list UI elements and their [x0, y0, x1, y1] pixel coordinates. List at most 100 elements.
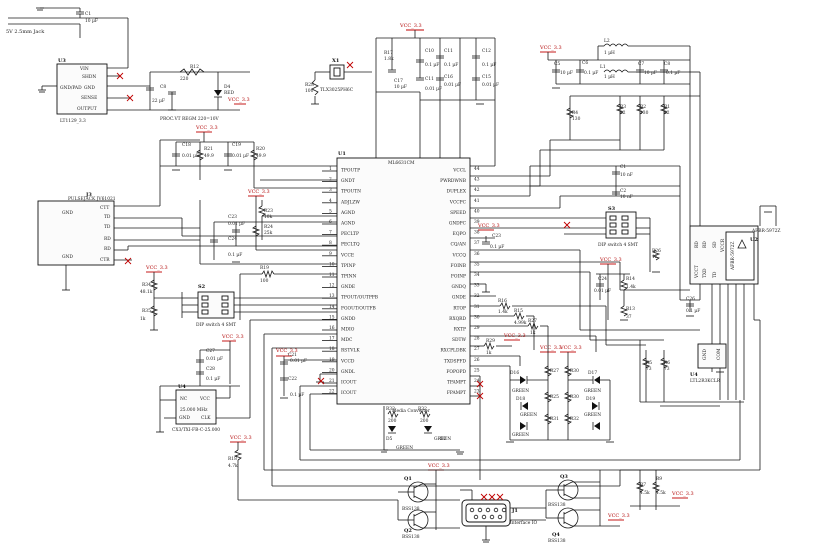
r7-r8-r9: R7 4.5k R9 4.5k VCC_3.3 [620, 469, 694, 510]
mcu-right-pin-number: 30 [474, 315, 480, 320]
mcu-left-pin-number: 4 [329, 199, 332, 204]
svg-text:COM: COM [717, 348, 722, 360]
mcu-left-pin-label: AGND [340, 222, 356, 227]
svg-text:BSS138: BSS138 [402, 507, 420, 512]
mcu-left-pin-label: RSTVLK [341, 349, 360, 354]
svg-text:0.01 µF: 0.01 µF [425, 87, 442, 92]
mcu-right-pin-label: GNDE [452, 296, 466, 301]
mcu-caption: Media Converter [392, 409, 431, 414]
svg-text:R35: R35 [142, 309, 151, 314]
ground-symbols [380, 371, 724, 455]
svg-text:S3: S3 [608, 206, 616, 212]
svg-text:VCC_3.3: VCC_3.3 [145, 265, 168, 271]
mcu-left-pin-number: 1 [329, 167, 332, 172]
svg-text:R32: R32 [418, 407, 427, 412]
svg-text:R3: R3 [620, 105, 626, 110]
svg-text:82: 82 [620, 111, 626, 116]
led-cluster: VCC_3.3 VCC_3.3 R27 R25 R31 R30 R30 R32 … [509, 345, 611, 441]
svg-text:0.1 µF: 0.1 µF [482, 63, 496, 68]
mcu-left-pin-label: ADJLZW [340, 200, 360, 205]
mcu-right-pin-number: 31 [474, 305, 480, 310]
regulator-output-network: C8 22 µF R12 220 D4 RED VCC_3.3 PROC.VT … [146, 65, 250, 122]
u1-left-network: VCC_3.3 C18 0.01 µF R21 49.9 C19 0.01 µF… [128, 125, 337, 320]
svg-text:R9: R9 [656, 477, 662, 482]
power-input: C1 10 µF 5V 2.5mm Jack [6, 7, 129, 52]
svg-text:S2: S2 [198, 284, 206, 290]
svg-text:0.01 µF: 0.01 µF [290, 359, 307, 364]
svg-text:BSS138: BSS138 [548, 503, 566, 508]
svg-text:RD: RD [703, 241, 708, 248]
svg-text:C8: C8 [160, 85, 166, 90]
svg-text:R29: R29 [486, 339, 495, 344]
svg-text:GND: GND [84, 86, 95, 91]
mcu-left-pin-number: 15 [329, 315, 335, 320]
svg-text:CTT: CTT [100, 206, 109, 211]
svg-text:NC: NC [180, 397, 188, 402]
mcu-right-pin-number: 41 [474, 199, 480, 204]
mcu-right-pin-label: EQPO [453, 232, 467, 237]
mcu-right-pin-label: GNDQ [452, 285, 467, 290]
svg-text:R33: R33 [386, 407, 395, 412]
svg-text:49.9: 49.9 [256, 154, 266, 159]
q1-label: Q1 [404, 476, 412, 482]
mcu-left-pin-label: GNDT [341, 179, 355, 184]
mcu-right-pin-number: 37 [474, 241, 480, 246]
svg-text:1.4k: 1.4k [498, 310, 508, 315]
mcu-right-pin-number: 26 [474, 358, 480, 363]
svg-text:VCC_3.3: VCC_3.3 [399, 23, 422, 29]
r5-r6: R5 73 R6 73 [639, 339, 744, 407]
svg-text:BSS138: BSS138 [402, 535, 420, 540]
pulsejack-j3: J3 PULSEJACK JV61021 CTT TD TD RD RD CTR… [37, 192, 200, 291]
svg-text:22 µF: 22 µF [152, 99, 165, 104]
mcu-left-pin-number: 5 [329, 209, 332, 214]
svg-text:VCC_3.3: VCC_3.3 [607, 513, 630, 519]
u1-right-network: R16 1.4k R15 4.99k R27 1k R29 1k VCC_3.3 [470, 100, 620, 480]
svg-text:R18: R18 [228, 457, 237, 462]
svg-text:R5: R5 [646, 361, 652, 366]
svg-text:R23: R23 [264, 209, 273, 214]
vcc-label: VCC_3.3 [227, 97, 250, 103]
svg-text:10 µF: 10 µF [560, 71, 573, 76]
mcu-left-pin-label: ICOUT [341, 381, 356, 386]
mcu-left-pin-number: 14 [329, 305, 335, 310]
svg-text:R28: R28 [305, 83, 314, 88]
svg-text:4.5k: 4.5k [640, 491, 650, 496]
svg-text:C12: C12 [482, 49, 491, 54]
interface-connector-j1: J1 Interface IO [460, 489, 546, 543]
svg-text:R20: R20 [256, 147, 265, 152]
svg-text:BSS138: BSS138 [548, 539, 566, 544]
mcu-right-pin-number: 38 [474, 231, 480, 236]
svg-text:C22: C22 [288, 377, 297, 382]
bottom-leds: R33 200 R32 200 D5 GREEN D2 GREEN [383, 406, 460, 451]
svg-text:R4: R4 [572, 111, 578, 116]
crystal-x1: X1 TLX3025PH6C R28 100 [305, 58, 372, 105]
led-d2: GREEN [434, 437, 451, 442]
svg-text:VCCT: VCCT [695, 265, 700, 279]
led-d16: GREEN [512, 389, 529, 394]
svg-text:0.1 µF: 0.1 µF [425, 63, 439, 68]
svg-text:1 µH: 1 µH [604, 51, 615, 56]
svg-text:0.01 µF: 0.01 µF [182, 154, 199, 159]
mcu-left-pin-number: 21 [329, 379, 335, 384]
svg-text:R16: R16 [498, 299, 507, 304]
r18-pulldown: VCC_3.3 R18 4.7k [228, 435, 398, 501]
led-d18: GREEN [520, 413, 537, 418]
svg-text:73: 73 [664, 367, 670, 372]
svg-text:C27: C27 [206, 349, 215, 354]
svg-text:R26: R26 [652, 249, 661, 254]
svg-text:VCC_3.3: VCC_3.3 [671, 491, 694, 497]
svg-text:C16: C16 [444, 75, 453, 80]
svg-text:R12: R12 [190, 65, 199, 70]
svg-text:R30: R30 [570, 395, 579, 400]
led-caption: PROC.VT REGM 220=10V [160, 117, 220, 122]
mcu-right-pin-label: SPEED [450, 211, 466, 216]
svg-text:VCC_3.3: VCC_3.3 [247, 189, 270, 195]
svg-text:0.01 µF: 0.01 µF [206, 357, 223, 362]
svg-text:130: 130 [640, 111, 649, 116]
svg-text:1k: 1k [530, 331, 536, 336]
svg-text:VIN: VIN [79, 67, 89, 72]
mcu-left-pin-label: VCCE [340, 253, 354, 258]
mcu-left-pin-label: MDIO [341, 328, 355, 333]
u4-part: LTL2R3KCLR [690, 379, 721, 384]
mcu-u1: U1 ML6631CM Media Converter TPOUTP1GNDT2… [322, 151, 480, 414]
